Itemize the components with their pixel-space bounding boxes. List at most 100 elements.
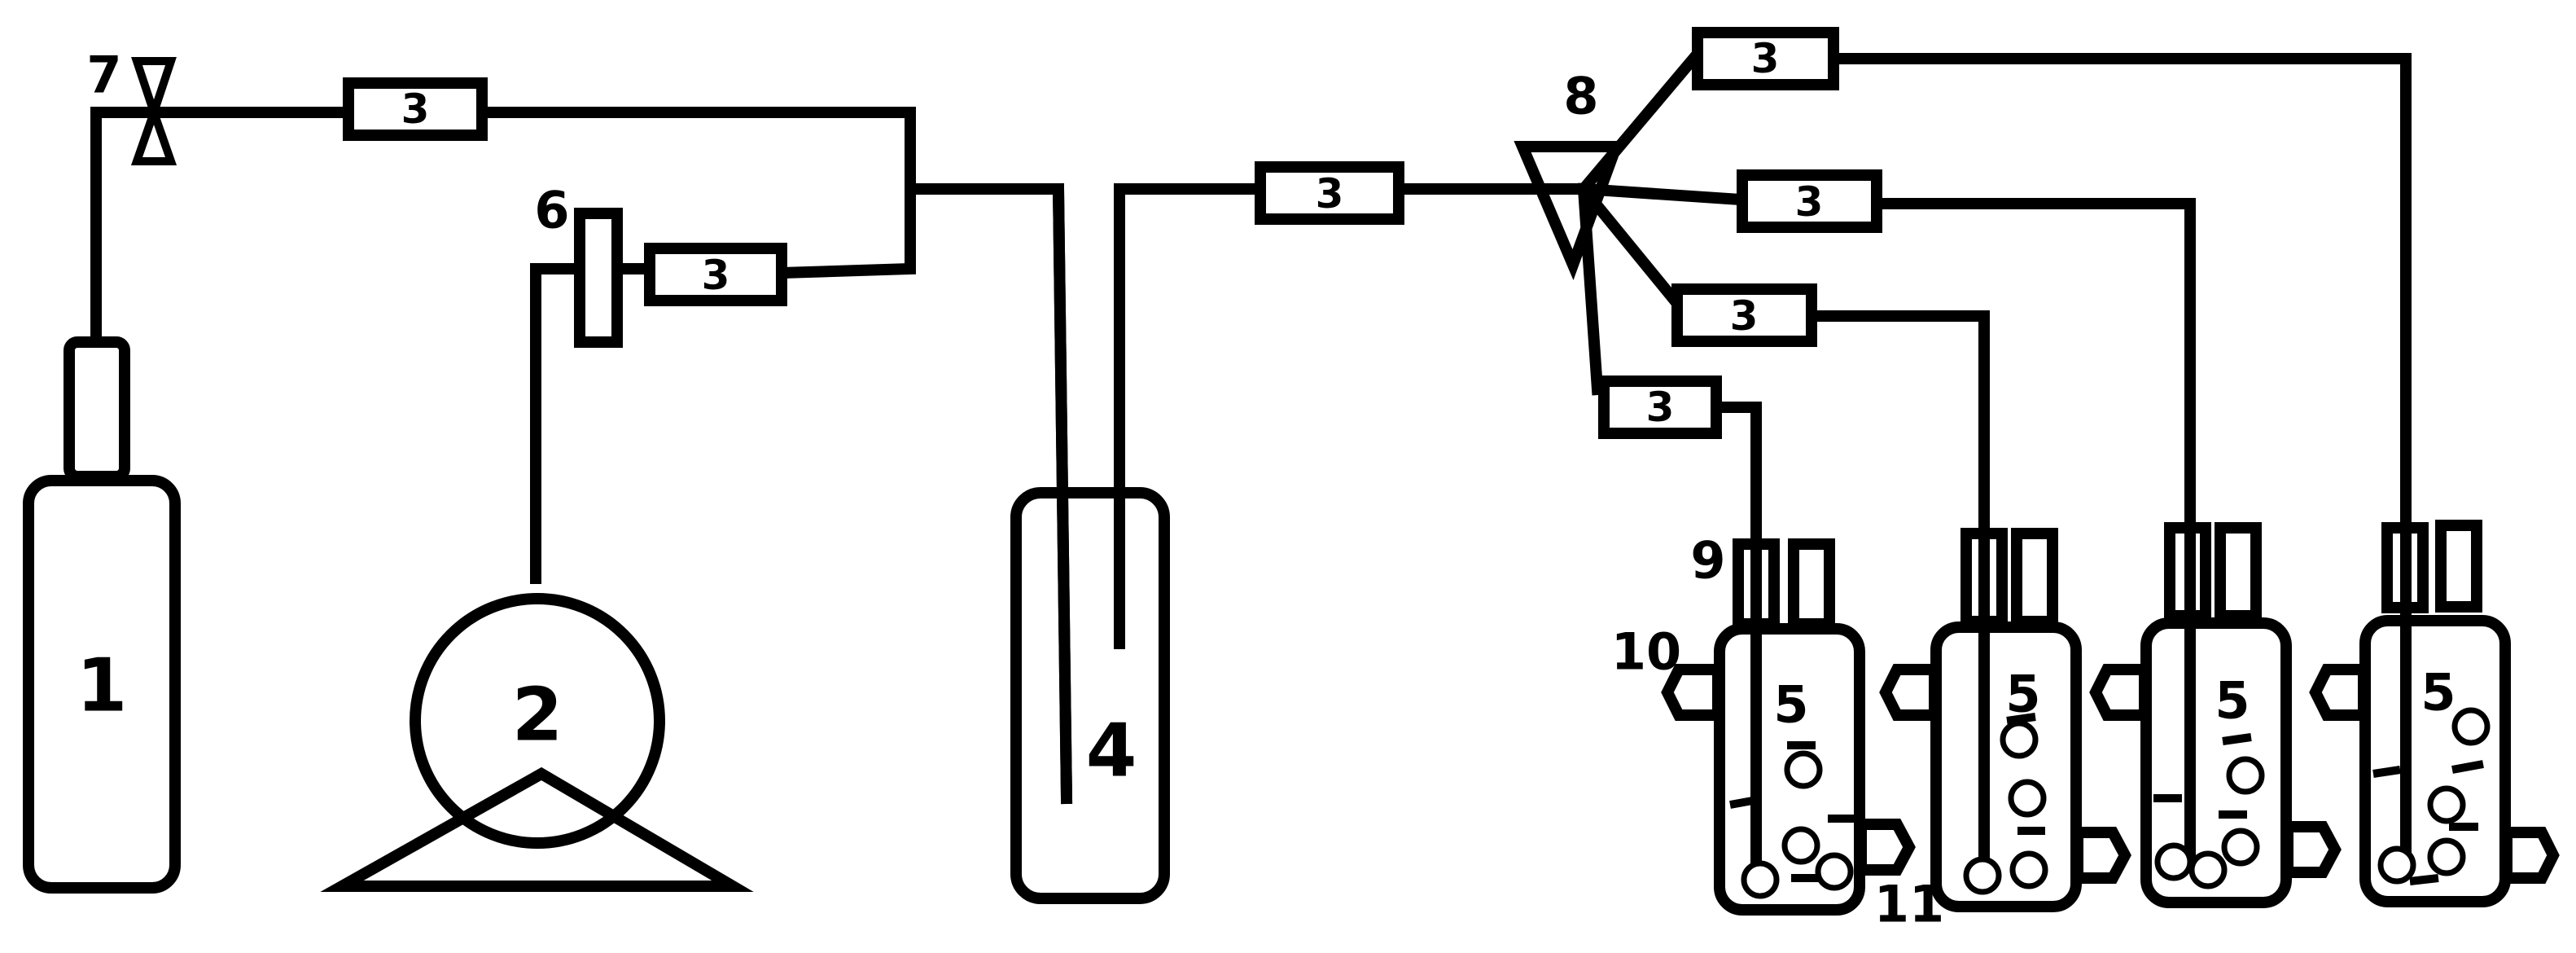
cylinder-body	[23, 475, 181, 894]
reactor-a-outlet-port	[1788, 538, 1835, 630]
flowmeter-1: 3	[343, 77, 488, 141]
reactor-c-side-port	[2089, 664, 2150, 721]
reactor-d-bubble	[2451, 707, 2491, 746]
pump: 2	[320, 593, 754, 892]
reactor-b-side-port	[1879, 664, 1940, 721]
reactor-d-bubble	[2377, 845, 2416, 885]
gas-cylinder: 1	[23, 336, 181, 894]
flowmeter-1-body	[343, 77, 488, 141]
reactor-d-bubble	[2427, 785, 2466, 824]
valve-6-body	[574, 208, 623, 348]
reactor-c-label: 5	[2215, 671, 2250, 731]
bottle-body	[1010, 487, 1170, 904]
reactor-b-bubble	[2008, 779, 2047, 818]
pipe-branch-4-out	[1711, 402, 1762, 551]
reactor-a-bubble	[1784, 750, 1823, 789]
flowmeter-5: 3	[1737, 169, 1882, 233]
flowmeter-1-label: 3	[401, 86, 430, 133]
flowmeter-7: 3	[1598, 375, 1722, 439]
side-port-label: 10	[1611, 622, 1681, 682]
reactor-b-bubble	[2009, 850, 2048, 889]
splitter-icon	[1514, 141, 1625, 280]
pipe-branch-1-out	[1828, 53, 2412, 547]
valve-7: 7	[86, 46, 177, 165]
reactor-d-side-port	[2309, 664, 2369, 721]
reactor-c-bottom-port	[2282, 821, 2342, 878]
reactor-c-bubble	[2188, 850, 2228, 889]
reactor-d-bubble	[2427, 837, 2466, 876]
reactor-c-bubble	[2226, 756, 2265, 795]
bottom-port-label: 11	[1874, 875, 1944, 934]
pump-label: 2	[512, 673, 563, 758]
valve-7-icon-lower	[130, 99, 177, 165]
flowmeter-5-label: 3	[1795, 178, 1824, 226]
reactor-d-mark	[2451, 760, 2484, 774]
reactor-d-label: 5	[2420, 663, 2456, 722]
flowmeter-6: 3	[1671, 283, 1817, 347]
cylinder-label: 1	[77, 643, 128, 729]
reactor-d-bottom-port	[2501, 827, 2560, 884]
reactor-b-bubble	[1963, 856, 2002, 895]
valve-7-icon	[131, 57, 177, 125]
pipe-flowmeter-top-to-junction	[476, 107, 916, 279]
pipe-branch-2	[1577, 182, 1747, 206]
reactor-b-bubble	[2000, 720, 2039, 759]
reactor-d-outlet-port	[2435, 520, 2482, 613]
reactor-c-bubble	[2154, 842, 2193, 881]
reactor-d-body	[2359, 615, 2511, 907]
reactor-a-bottom-port	[1855, 819, 1916, 876]
reactor-a-bubble	[1741, 860, 1780, 899]
reactor-b-outlet-port	[2011, 528, 2058, 627]
reactor-c: 5	[2089, 522, 2342, 908]
reactor-a-bubble	[1781, 826, 1820, 865]
reactor-a-label: 5	[1773, 675, 1808, 735]
flowmeter-2: 3	[644, 243, 787, 306]
reactor-b: 5	[1879, 528, 2131, 912]
bottle-label: 4	[1086, 709, 1137, 794]
splitter-label: 8	[1563, 67, 1598, 126]
wash-bottle: 4	[1010, 182, 1170, 904]
pump-housing	[410, 593, 665, 849]
flowmeter-2-label: 3	[702, 252, 730, 299]
cylinder-neck	[64, 336, 130, 482]
reactor-c-bubble	[2221, 828, 2260, 867]
flowmeter-6-label: 3	[1730, 292, 1759, 340]
reactor-a-side-port	[1661, 664, 1724, 721]
flowmeter-3-label: 3	[1316, 170, 1344, 217]
reactor-a-mark	[1729, 796, 1758, 809]
flowmeter-5-body	[1737, 169, 1882, 233]
flowmeter-7-label: 3	[1646, 384, 1675, 431]
flowmeter-4-label: 3	[1751, 35, 1780, 82]
flowmeter-7-body	[1598, 375, 1722, 439]
reactor-a: 5	[1661, 538, 1916, 916]
flowmeter-3-body	[1255, 161, 1404, 225]
flowmeter-4: 3	[1692, 27, 1839, 90]
reactor-b-mark	[2006, 713, 2036, 725]
reactor-b-label: 5	[2005, 665, 2040, 724]
inlet-label: 9	[1690, 531, 1725, 591]
reactor-d: 5	[2309, 520, 2560, 907]
pipe-branch-1	[1575, 51, 1702, 197]
pipe-branch-3-out	[1806, 310, 1990, 550]
pipe-cylinder-to-junction	[90, 107, 352, 348]
bottle-inlet-tube	[1052, 182, 1073, 805]
pipe-branch-2-out	[1871, 198, 2196, 547]
reactor-a-bubble	[1815, 852, 1854, 891]
reactor-b-bottom-port	[2072, 827, 2131, 884]
pipe-bottle-outlet	[1114, 183, 1266, 649]
flowmeter-2-body	[644, 243, 787, 306]
valve-7-label: 7	[86, 46, 121, 105]
flowmeter-6-body	[1671, 283, 1817, 347]
reactor-b-body	[1930, 621, 2082, 912]
reactor-c-body	[2140, 617, 2292, 908]
flowmeter-4-body	[1692, 27, 1839, 90]
reactor-d-mark	[2409, 874, 2439, 885]
valve-6: 6	[534, 181, 623, 348]
splitter: 8	[1514, 67, 1625, 280]
flowmeter-3: 3	[1255, 161, 1404, 225]
reactor-a-body	[1714, 623, 1865, 916]
reactor-c-outlet-port	[2215, 522, 2262, 621]
reactor-c-mark	[2222, 733, 2252, 745]
reactor-d-mark	[2372, 766, 2401, 778]
